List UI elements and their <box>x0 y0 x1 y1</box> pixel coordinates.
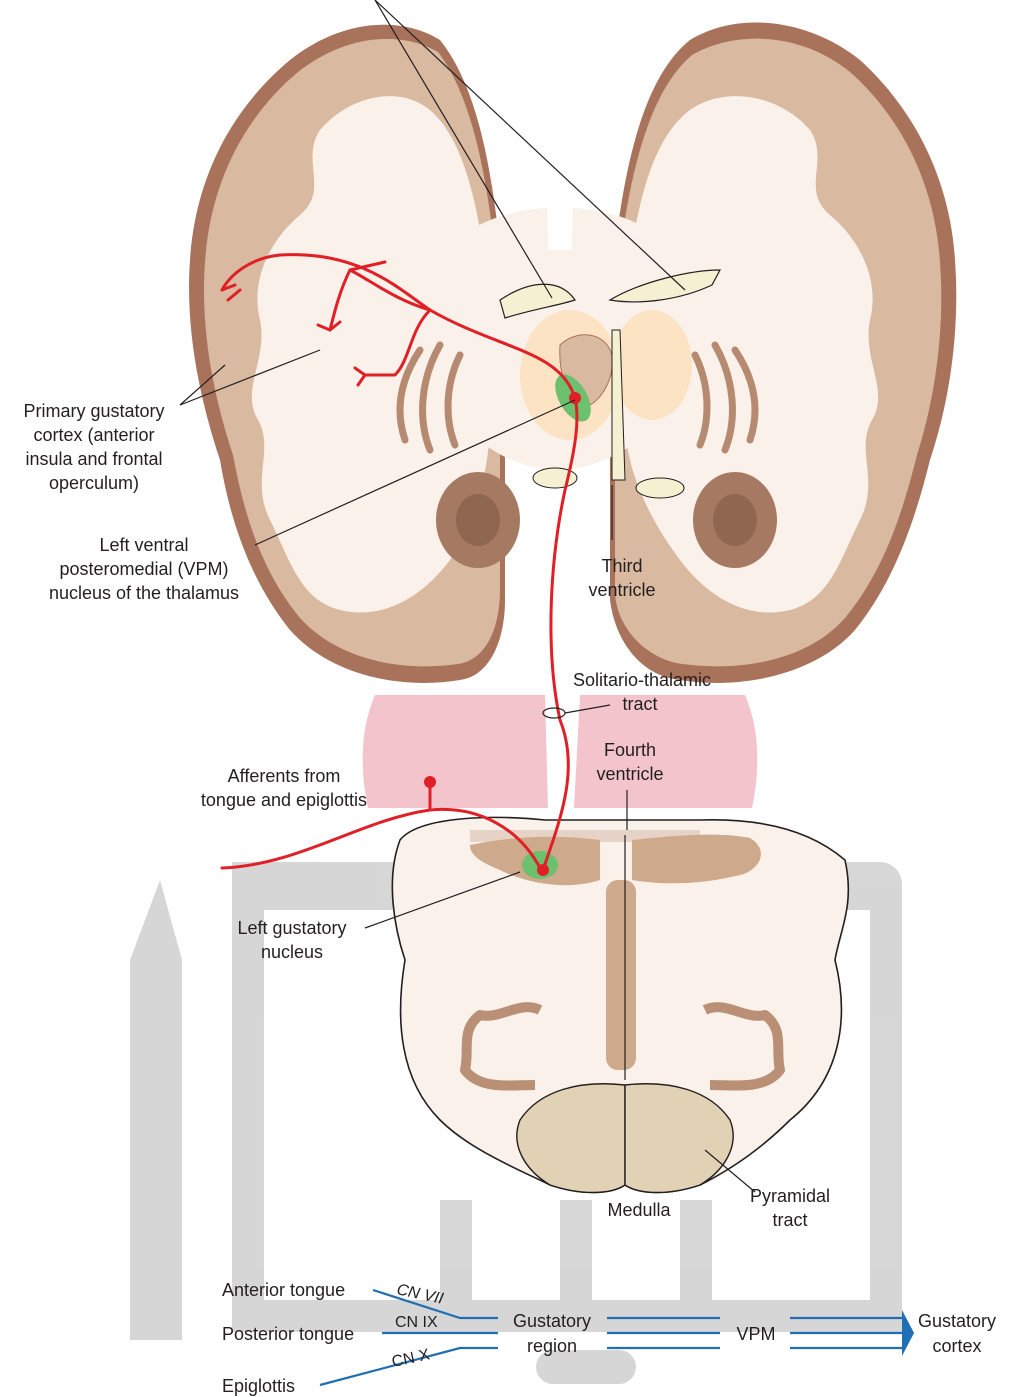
longitudinal-fissure <box>545 10 575 250</box>
svg-text:tract: tract <box>772 1210 807 1230</box>
svg-text:Left ventral: Left ventral <box>99 535 188 555</box>
svg-text:Third: Third <box>601 556 642 576</box>
flow-posterior-tongue: Posterior tongue <box>222 1324 354 1344</box>
label-primary-cortex: Primary gustatory cortex (anterior insul… <box>23 401 164 493</box>
afferent-cell-body <box>424 776 436 788</box>
svg-text:tract: tract <box>622 694 657 714</box>
svg-text:nucleus of the thalamus: nucleus of the thalamus <box>49 583 239 603</box>
basal-ganglia-left-inner <box>456 494 500 546</box>
flow-epiglottis: Epiglottis <box>222 1376 295 1396</box>
flow-anterior-tongue: Anterior tongue <box>222 1280 345 1300</box>
thalamus-right <box>612 310 692 420</box>
flow-gustatory-cortex-2: cortex <box>932 1336 981 1356</box>
svg-text:operculum): operculum) <box>49 473 139 493</box>
brain-section <box>189 10 956 683</box>
flow-gustatory-cortex-1: Gustatory <box>918 1311 996 1331</box>
svg-text:nucleus: nucleus <box>261 942 323 962</box>
midline-raphe <box>606 880 636 1070</box>
svg-text:Primary gustatory: Primary gustatory <box>23 401 164 421</box>
svg-text:Pyramidal: Pyramidal <box>750 1186 830 1206</box>
flow-gustatory-region-2: region <box>527 1336 577 1356</box>
medulla-section <box>392 817 848 1192</box>
label-pyramidal-tract: Pyramidal tract <box>750 1186 830 1230</box>
svg-text:Solitario-thalamic: Solitario-thalamic <box>573 670 711 690</box>
svg-text:ventricle: ventricle <box>588 580 655 600</box>
svg-text:tongue and epiglottis: tongue and epiglottis <box>201 790 367 810</box>
flow-gustatory-region-1: Gustatory <box>513 1311 591 1331</box>
flow-cn-ix-label: CN IX <box>395 1314 438 1331</box>
pons <box>363 695 758 808</box>
flow-arrowhead <box>902 1310 914 1356</box>
flow-cn-x-label: CN X <box>390 1346 431 1371</box>
basal-ganglia-right-inner <box>713 494 757 546</box>
label-medulla: Medulla <box>607 1200 671 1220</box>
flow-vpm: VPM <box>736 1324 775 1344</box>
svg-text:insula and frontal: insula and frontal <box>25 449 162 469</box>
label-vpm-nucleus: Left ventral posteromedial (VPM) nucleus… <box>49 535 239 603</box>
svg-text:cortex (anterior: cortex (anterior <box>33 425 154 445</box>
temporal-horn-right <box>636 478 684 498</box>
svg-text:ventricle: ventricle <box>596 764 663 784</box>
svg-text:posteromedial (VPM): posteromedial (VPM) <box>59 559 228 579</box>
svg-text:Afferents from: Afferents from <box>228 766 341 786</box>
svg-text:Left gustatory: Left gustatory <box>237 918 346 938</box>
svg-text:Fourth: Fourth <box>604 740 656 760</box>
label-afferents: Afferents from tongue and epiglottis <box>201 766 367 810</box>
